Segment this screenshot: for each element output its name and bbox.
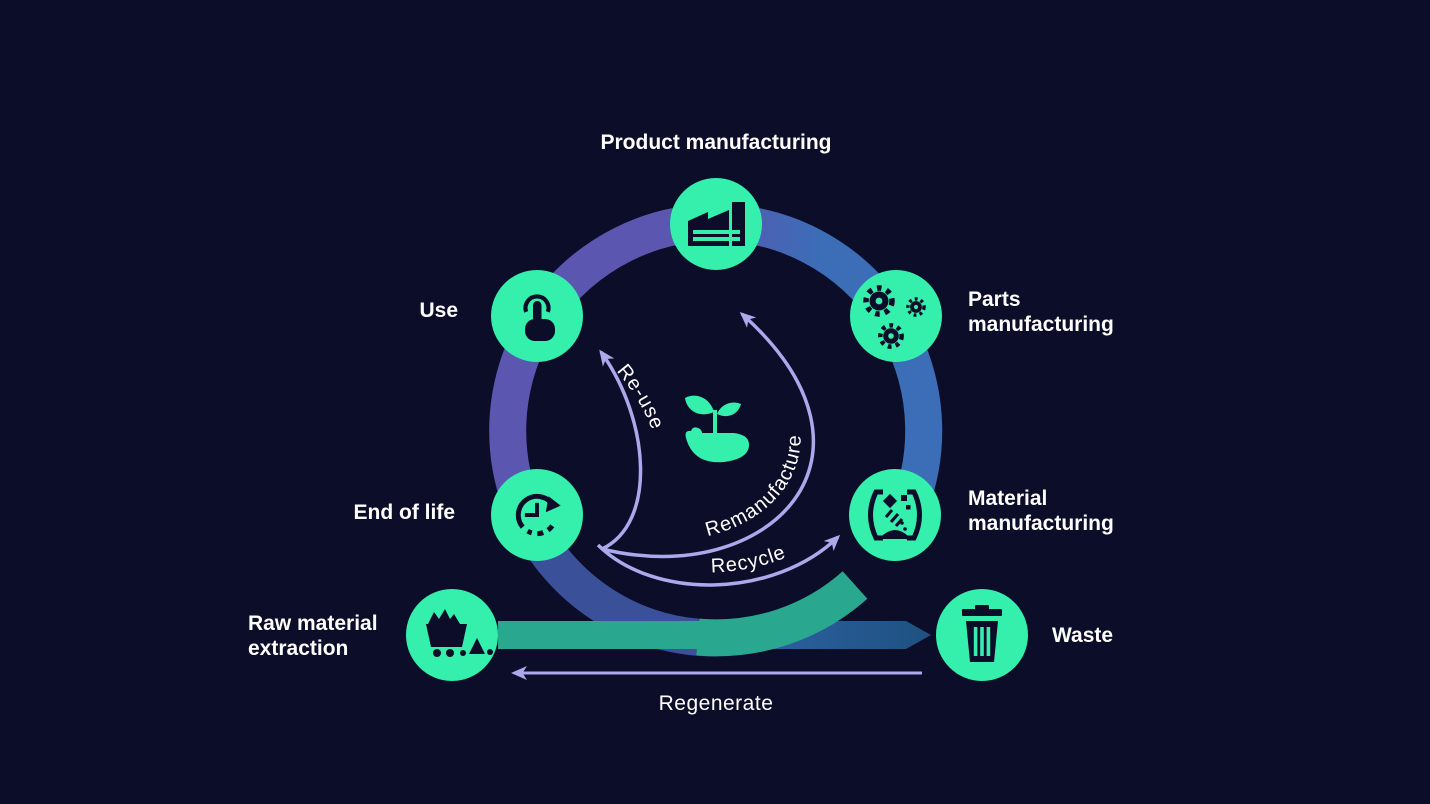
- node-raw-material-extraction: [406, 589, 498, 681]
- trash-icon: [962, 605, 1002, 662]
- node-label-waste: Waste: [1052, 624, 1114, 647]
- node-label-raw-material-extraction: Raw material extraction: [248, 612, 378, 660]
- tap-hand-icon: [523, 294, 555, 341]
- node-parts-manufacturing: [850, 270, 942, 362]
- node-label-product-manufacturing: Product manufacturing: [600, 131, 832, 154]
- clock-history-icon: [515, 493, 561, 537]
- node-end-of-life: [491, 469, 583, 561]
- node-label-end-of-life: End of life: [353, 501, 456, 524]
- node-material-manufacturing: [849, 469, 941, 561]
- factory-icon: [688, 202, 745, 246]
- node-use: [491, 270, 583, 362]
- regenerate-flow-label: Regenerate: [658, 692, 774, 715]
- hand-sprout-icon: [685, 395, 750, 463]
- node-label-parts-manufacturing: Parts manufacturing: [968, 288, 1114, 336]
- node-label-material-manufacturing: Material manufacturing: [968, 487, 1114, 535]
- reuse-flow-label: Re-use: [612, 360, 668, 433]
- material-crusher-icon: [868, 489, 922, 541]
- recycle-arrow: [596, 534, 841, 587]
- remanufacture-arrow: [601, 312, 816, 559]
- raw-material-input-arc: [696, 570, 868, 657]
- node-label-use: Use: [419, 299, 458, 322]
- mine-cart-icon: [426, 609, 493, 657]
- reuse-arrow: [599, 349, 643, 551]
- gears-icon: [850, 270, 926, 362]
- node-product-manufacturing: [670, 178, 762, 270]
- node-waste: [936, 589, 1028, 681]
